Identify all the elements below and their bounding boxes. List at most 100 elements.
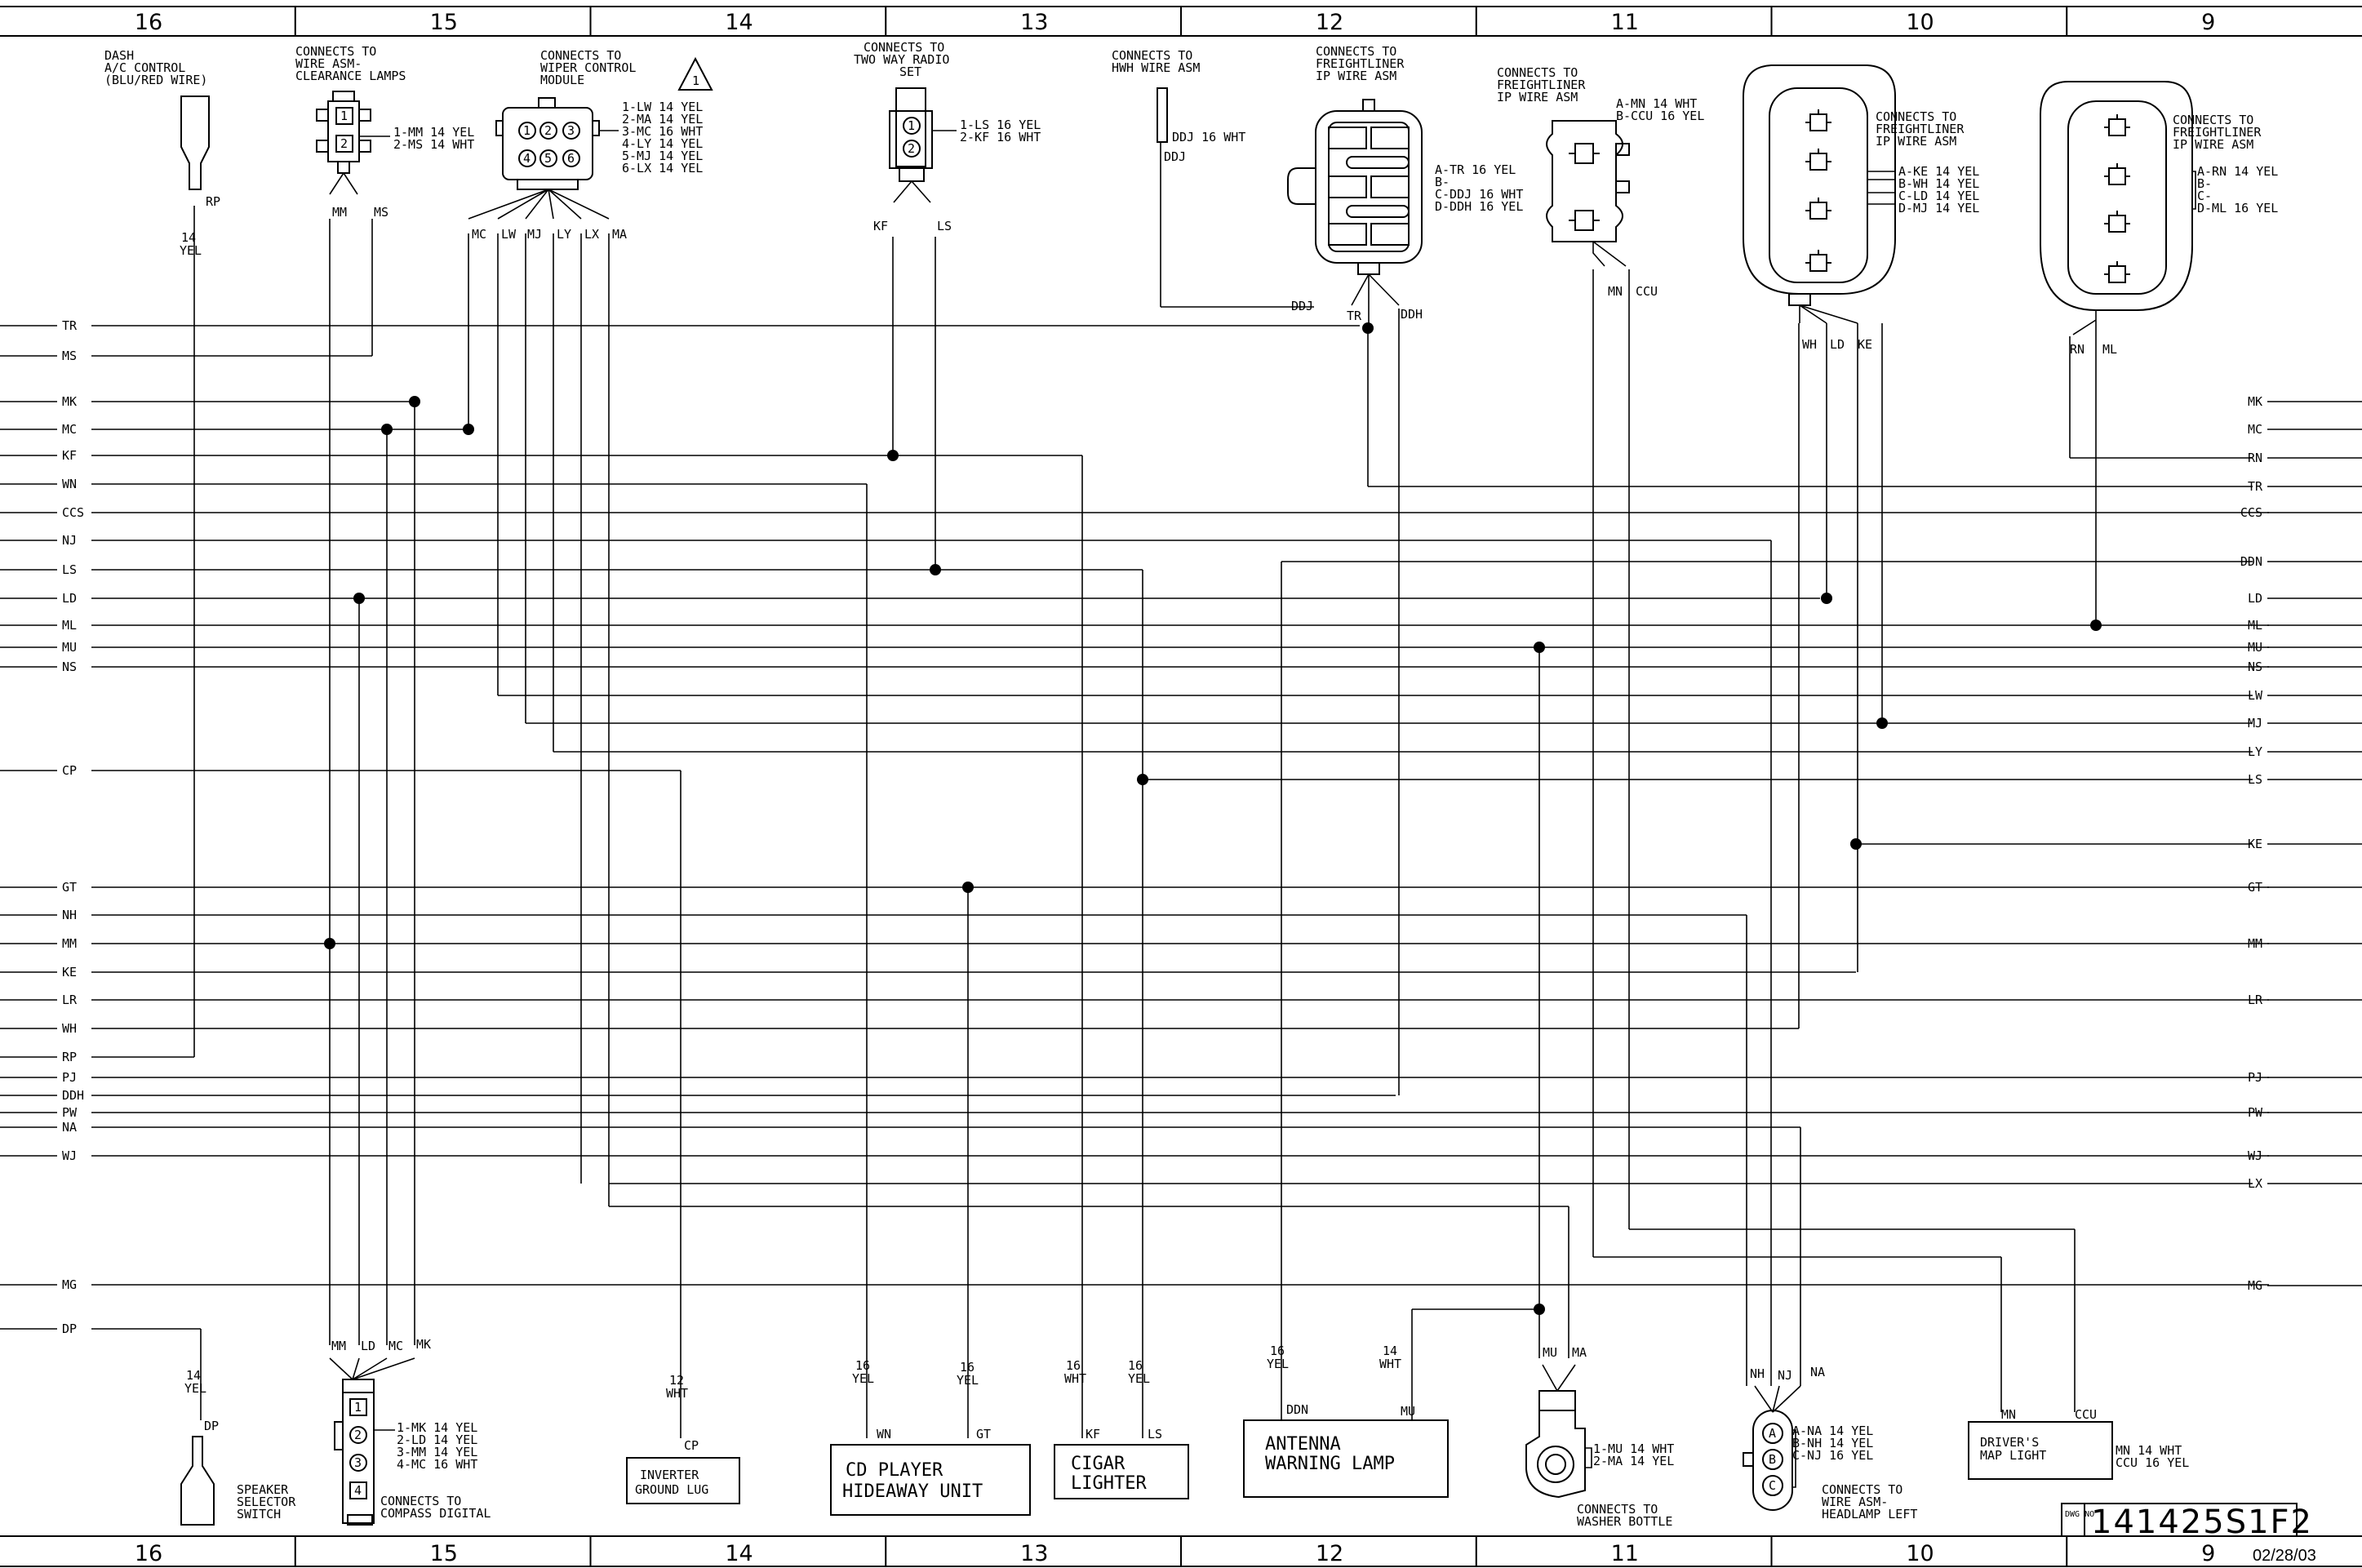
fl1-wire-tr: TR bbox=[1347, 309, 1362, 323]
fl1-cavity-b bbox=[1370, 127, 1410, 149]
left-wire-label: CP bbox=[62, 763, 77, 778]
washer-bottle-connector[interactable]: MU MA 1-MU 14 WHT 2-MA 14 YEL CONNECTS T… bbox=[1525, 1345, 1674, 1529]
antenna-title-2: WARNING LAMP bbox=[1265, 1454, 1395, 1474]
cd-gauge-gt-2: YEL bbox=[957, 1373, 979, 1388]
compass-pin-label: 3 bbox=[354, 1455, 362, 1470]
compass-pin-2 bbox=[349, 1426, 367, 1444]
fl3-leaders bbox=[1867, 171, 1895, 205]
fl1-pinout-d: D-DDH 16 YEL bbox=[1435, 199, 1523, 214]
fl1-wire-ddh: DDH bbox=[1401, 307, 1423, 322]
freightliner-ip-connector-4[interactable]: CONNECTS TO FREIGHTLINER IP WIRE ASM A-R… bbox=[2040, 81, 2278, 357]
splice-dot bbox=[1850, 838, 1862, 850]
clearance-title-3: CLEARANCE LAMPS bbox=[295, 69, 406, 83]
clearance-pin-2-label: 2 bbox=[340, 136, 348, 151]
compass-pin-4 bbox=[349, 1481, 367, 1499]
freightliner-ip-connector-2[interactable]: CONNECTS TO FREIGHTLINER IP WIRE ASM A-M… bbox=[1497, 65, 1704, 299]
cigar-wire-ls: LS bbox=[1148, 1427, 1162, 1441]
headlamp-left-connector[interactable]: NH NJ NA ABC A-NA 14 YEL B-NH 14 YEL C-N… bbox=[1743, 1365, 1917, 1521]
radio-pinout-1: 1-LS 16 YEL bbox=[960, 118, 1041, 132]
left-wire-bus: TRMSMKMCKFWNCCSNJLSLDMLMUNSCPGTNHMMKELRW… bbox=[0, 318, 2269, 1336]
zone-label-bottom: 9 bbox=[2201, 1541, 2215, 1566]
fl2-title-1: CONNECTS TO bbox=[1497, 65, 1578, 80]
fl1-pinout-a: A-TR 16 YEL bbox=[1435, 162, 1516, 177]
washer-housing-icon bbox=[1525, 1410, 1586, 1499]
dash-ac-control-connector[interactable]: DASH A/C CONTROL (BLU/RED WIRE) RP 14 YE… bbox=[104, 48, 220, 258]
fl3-cavity-1 bbox=[1805, 109, 1831, 131]
fl4-title-3: IP WIRE ASM bbox=[2173, 137, 2253, 152]
clearance-ear-right-1 bbox=[358, 109, 371, 122]
splice-dot bbox=[1534, 642, 1545, 653]
wiper-pin-label: 4 bbox=[523, 151, 531, 166]
compass-title-1: CONNECTS TO bbox=[380, 1494, 461, 1508]
dash-ac-title-3: (BLU/RED WIRE) bbox=[104, 73, 207, 87]
freightliner-ip-connector-1[interactable]: CONNECTS TO FREIGHTLINER IP WIRE ASM A-T… bbox=[1287, 44, 1523, 328]
fl1-cavity-e bbox=[1328, 223, 1367, 246]
fl3-title-1: CONNECTS TO bbox=[1876, 109, 1956, 124]
right-wire-label: MJ bbox=[2248, 716, 2262, 731]
cd-wire-gt: GT bbox=[976, 1427, 991, 1441]
cd-gauge-gt-1: 16 bbox=[960, 1360, 975, 1375]
freightliner-ip-connector-3[interactable]: CONNECTS TO FREIGHTLINER IP WIRE ASM A-K… bbox=[1743, 64, 1979, 352]
map-light-title-1: DRIVER'S bbox=[1980, 1435, 2039, 1450]
cigar-lighter[interactable]: 16 WHT 16 YEL KF LS CIGAR LIGHTER bbox=[1054, 1358, 1189, 1499]
fl3-pinout-d: D-MJ 14 YEL bbox=[1898, 201, 1979, 215]
antenna-gauge-mu-2: WHT bbox=[1379, 1357, 1401, 1371]
clearance-title-1: CONNECTS TO bbox=[295, 44, 376, 59]
left-wire-label: GT bbox=[62, 880, 77, 895]
left-wire-label: LS bbox=[62, 562, 77, 577]
left-wire-label: NS bbox=[62, 660, 77, 674]
antenna-warning-lamp[interactable]: 16 YEL 14 WHT DDN MU ANTENNA WARNING LAM… bbox=[1243, 1344, 1449, 1498]
zone-label-top: 13 bbox=[1020, 10, 1048, 35]
fl3-wire-ke: KE bbox=[1858, 337, 1872, 352]
fl1-key-1 bbox=[1346, 156, 1410, 169]
fl1-cavity-f bbox=[1370, 223, 1410, 246]
fl1-title-2: FREIGHTLINER bbox=[1316, 56, 1405, 71]
fl1-housing-icon bbox=[1315, 110, 1423, 264]
clearance-lamps-connector[interactable]: CONNECTS TO WIRE ASM- CLEARANCE LAMPS 1 … bbox=[295, 44, 474, 220]
right-wire-label: GT bbox=[2248, 880, 2262, 895]
splice-dot bbox=[887, 450, 899, 461]
compass-pinout-4: 4-MC 16 WHT bbox=[397, 1457, 477, 1472]
headlamp-pin-label: A bbox=[1769, 1426, 1776, 1441]
inverter-ground-lug[interactable]: 12 WHT CP INVERTER GROUND LUG bbox=[626, 1373, 740, 1504]
fl1-boot bbox=[1357, 262, 1380, 275]
washer-wire-mu: MU bbox=[1543, 1345, 1557, 1360]
antenna-gauge-ddn-2: YEL bbox=[1267, 1357, 1289, 1371]
headlamp-leader bbox=[1792, 1429, 1796, 1488]
fl1-pinout-c: C-DDJ 16 WHT bbox=[1435, 187, 1523, 202]
right-wire-label: RN bbox=[2248, 451, 2262, 465]
cigar-title-1: CIGAR bbox=[1071, 1454, 1126, 1474]
headlamp-ear bbox=[1743, 1452, 1754, 1467]
fl2-title-3: IP WIRE ASM bbox=[1497, 90, 1578, 104]
right-wire-label: LD bbox=[2248, 591, 2262, 606]
fl2-ear-2 bbox=[1615, 180, 1630, 193]
wiper-wire-label: MC bbox=[472, 227, 486, 242]
map-light-box bbox=[1968, 1421, 2113, 1480]
washer-title-1: CONNECTS TO bbox=[1577, 1502, 1658, 1517]
right-wire-label: MC bbox=[2248, 422, 2262, 437]
compass-wire-mm: MM bbox=[331, 1339, 346, 1353]
fl1-cavity-a bbox=[1328, 127, 1367, 149]
speaker-selector-switch[interactable]: 14 YEL DP SPEAKER SELECTOR SWITCH bbox=[180, 1368, 296, 1526]
left-wire-label: NH bbox=[62, 908, 77, 922]
fl3-pinout-c: C-LD 14 YEL bbox=[1898, 189, 1979, 203]
hwh-wire-asm-connector[interactable]: CONNECTS TO HWH WIRE ASM DDJ 16 WHT DDJ bbox=[1112, 48, 1245, 164]
zone-label-top: 12 bbox=[1316, 10, 1343, 35]
left-wire-label: ML bbox=[62, 618, 77, 633]
fl2-housing-icon bbox=[1546, 120, 1623, 242]
cd-player-hideaway-unit[interactable]: 16 YEL 16 YEL WN GT CD PLAYER HIDEAWAY U… bbox=[830, 1358, 1031, 1516]
left-wire-label: LD bbox=[62, 591, 77, 606]
splice-dot bbox=[930, 564, 941, 575]
headlamp-wire-nh: NH bbox=[1750, 1366, 1765, 1381]
map-light-pinout-2: CCU 16 YEL bbox=[2116, 1455, 2189, 1470]
warning-triangle-icon bbox=[677, 56, 713, 91]
headlamp-wire-nj: NJ bbox=[1778, 1368, 1792, 1383]
drivers-map-light[interactable]: MN CCU DRIVER'S MAP LIGHT MN 14 WHT CCU … bbox=[1968, 1407, 2189, 1480]
headlamp-title-1: CONNECTS TO bbox=[1822, 1482, 1902, 1497]
right-wire-label: NS bbox=[2248, 660, 2262, 674]
two-way-radio-connector[interactable]: CONNECTS TO TWO WAY RADIO SET 1 2 1-LS 1… bbox=[854, 40, 1041, 233]
fl4-title-1: CONNECTS TO bbox=[2173, 113, 2253, 127]
zone-label-top: 14 bbox=[725, 10, 753, 35]
